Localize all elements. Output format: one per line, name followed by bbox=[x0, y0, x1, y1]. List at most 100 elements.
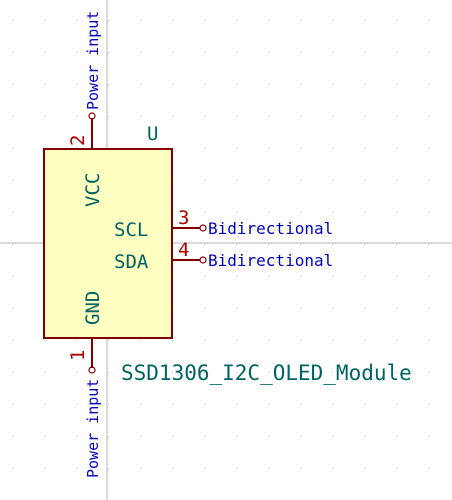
grid-dot bbox=[76, 372, 78, 374]
grid-dot bbox=[108, 84, 110, 86]
grid-dot bbox=[236, 116, 238, 118]
grid-dot bbox=[12, 468, 14, 470]
grid-dot bbox=[428, 212, 430, 214]
grid-dot bbox=[428, 404, 430, 406]
grid-dot bbox=[364, 372, 366, 374]
reference-designator[interactable]: U bbox=[147, 123, 158, 145]
grid-dot bbox=[332, 148, 334, 150]
pin-scl-endpoint[interactable] bbox=[199, 224, 207, 232]
grid-dot bbox=[268, 436, 270, 438]
grid-dot bbox=[236, 244, 238, 246]
grid-dot bbox=[140, 372, 142, 374]
pin-scl-type: Bidirectional bbox=[208, 219, 333, 238]
grid-dot bbox=[364, 276, 366, 278]
grid-dot bbox=[300, 404, 302, 406]
grid-dot bbox=[140, 436, 142, 438]
grid-dot bbox=[236, 340, 238, 342]
grid-dot bbox=[12, 244, 14, 246]
grid-dot bbox=[396, 84, 398, 86]
grid-dot bbox=[332, 116, 334, 118]
grid-dot bbox=[108, 436, 110, 438]
grid-dot bbox=[236, 148, 238, 150]
grid-dot bbox=[76, 84, 78, 86]
grid-dot bbox=[396, 372, 398, 374]
grid-dot bbox=[268, 52, 270, 54]
pin-gnd[interactable]: 1 GND Power input bbox=[67, 291, 104, 478]
grid-dot bbox=[236, 308, 238, 310]
grid-dot bbox=[332, 436, 334, 438]
grid-dot bbox=[204, 20, 206, 22]
grid-dot bbox=[268, 212, 270, 214]
grid-dot bbox=[364, 404, 366, 406]
grid-dot bbox=[204, 276, 206, 278]
grid-dot bbox=[396, 52, 398, 54]
grid-dot bbox=[428, 180, 430, 182]
grid-dot bbox=[428, 244, 430, 246]
grid-dot bbox=[12, 372, 14, 374]
grid-dot bbox=[76, 116, 78, 118]
pin-gnd-name: GND bbox=[82, 291, 104, 325]
grid-dot bbox=[300, 468, 302, 470]
grid-dot bbox=[108, 372, 110, 374]
pin-scl-number: 3 bbox=[178, 207, 189, 229]
grid-dot bbox=[396, 340, 398, 342]
grid-dot bbox=[12, 436, 14, 438]
grid-dot bbox=[12, 340, 14, 342]
grid-dot bbox=[300, 20, 302, 22]
pin-vcc[interactable]: 2 VCC Power input bbox=[67, 11, 104, 207]
grid-dot bbox=[428, 116, 430, 118]
grid-dot bbox=[300, 276, 302, 278]
grid-dot bbox=[108, 468, 110, 470]
grid-dot bbox=[204, 436, 206, 438]
grid-dot bbox=[76, 52, 78, 54]
grid-dot bbox=[172, 52, 174, 54]
grid-dot bbox=[300, 116, 302, 118]
grid-dot bbox=[300, 436, 302, 438]
grid-dot bbox=[204, 468, 206, 470]
grid-dot bbox=[364, 52, 366, 54]
grid-dot bbox=[172, 404, 174, 406]
grid-dot bbox=[332, 52, 334, 54]
grid-dot bbox=[364, 212, 366, 214]
grid-dot bbox=[172, 436, 174, 438]
grid-dot bbox=[428, 20, 430, 22]
grid-dot bbox=[268, 340, 270, 342]
pin-scl[interactable]: 3 SCL Bidirectional bbox=[114, 207, 333, 241]
grid-dot bbox=[428, 308, 430, 310]
pin-sda[interactable]: 4 SDA Bidirectional bbox=[114, 239, 333, 273]
grid-dot bbox=[44, 436, 46, 438]
component-value[interactable]: SSD1306_I2C_OLED_Module bbox=[121, 361, 412, 385]
pin-sda-number: 4 bbox=[178, 239, 189, 261]
grid-dot bbox=[428, 436, 430, 438]
pin-sda-type: Bidirectional bbox=[208, 251, 333, 270]
pin-vcc-endpoint[interactable] bbox=[88, 112, 96, 120]
grid-dot bbox=[44, 372, 46, 374]
grid-dot bbox=[364, 180, 366, 182]
grid-dot bbox=[172, 116, 174, 118]
grid-dot bbox=[396, 308, 398, 310]
grid-dot bbox=[300, 308, 302, 310]
pin-gnd-endpoint[interactable] bbox=[88, 366, 96, 374]
grid-dot bbox=[12, 52, 14, 54]
grid-dot bbox=[428, 148, 430, 150]
grid-dot bbox=[268, 372, 270, 374]
grid-dot bbox=[268, 180, 270, 182]
grid-dot bbox=[44, 84, 46, 86]
grid-dot bbox=[396, 180, 398, 182]
grid-dot bbox=[172, 84, 174, 86]
grid-dot bbox=[172, 340, 174, 342]
grid-dot bbox=[268, 84, 270, 86]
grid-dot bbox=[76, 436, 78, 438]
grid-dot bbox=[76, 404, 78, 406]
grid-dot bbox=[396, 276, 398, 278]
grid-dot bbox=[76, 20, 78, 22]
grid-dot bbox=[428, 468, 430, 470]
grid-dot bbox=[12, 308, 14, 310]
pin-sda-endpoint[interactable] bbox=[199, 256, 207, 264]
grid-dot bbox=[300, 52, 302, 54]
symbol-body[interactable] bbox=[43, 148, 173, 339]
grid-dot bbox=[268, 148, 270, 150]
grid-dot bbox=[396, 212, 398, 214]
grid-dot bbox=[44, 468, 46, 470]
